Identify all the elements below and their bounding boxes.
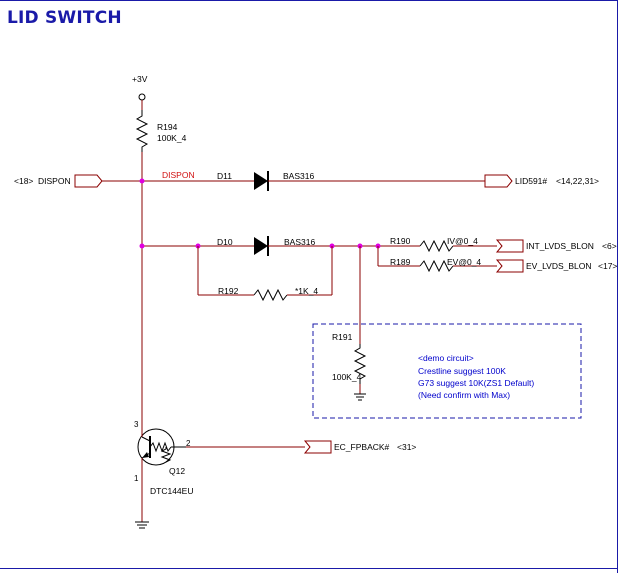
r191-value: 100K_4 bbox=[332, 372, 362, 382]
d10-value: BAS316 bbox=[284, 237, 315, 247]
lid-port-ref: <14,22,31> bbox=[556, 176, 599, 186]
int-lvds-name: INT_LVDS_BLON bbox=[526, 241, 594, 251]
ev-lvds-name: EV_LVDS_BLON bbox=[526, 261, 592, 271]
q12-base-resistor bbox=[149, 441, 172, 453]
page-title: LID SWITCH bbox=[7, 8, 122, 28]
junction-d10-bus bbox=[139, 243, 145, 249]
ec-fpback-ref: <31> bbox=[397, 442, 416, 452]
q12-bias-resistor bbox=[160, 447, 172, 463]
r190-value: IV@0_4 bbox=[447, 236, 478, 246]
q12-ground-icon bbox=[135, 521, 149, 529]
note-line-4: (Need confirm with Max) bbox=[418, 390, 510, 400]
power-symbol bbox=[138, 93, 146, 101]
r194-ref: R194 bbox=[157, 122, 178, 132]
q12-ref: Q12 bbox=[169, 466, 185, 476]
int-lvds-ref: <6> bbox=[602, 241, 617, 251]
q12-emitter-arrow bbox=[142, 452, 149, 458]
ev-lvds-port bbox=[495, 259, 524, 273]
r190-ref: R190 bbox=[390, 236, 411, 246]
ev-lvds-ref: <17> bbox=[598, 261, 617, 271]
d10-diode bbox=[254, 237, 268, 255]
q12-pin-c: 3 bbox=[134, 420, 139, 429]
d11-diode bbox=[254, 172, 268, 190]
dispon-port bbox=[74, 174, 103, 188]
r194-value: 100K_4 bbox=[157, 133, 187, 143]
note-line-3: G73 suggest 10K(ZS1 Default) bbox=[418, 378, 534, 388]
q12-pin-b: 2 bbox=[186, 439, 191, 448]
dispon-port-name: DISPON bbox=[38, 176, 71, 186]
q12-collector-lead bbox=[141, 436, 151, 442]
r194-resistor bbox=[135, 110, 149, 152]
d11-ref: D11 bbox=[217, 171, 232, 181]
r191-resistor bbox=[353, 344, 367, 384]
int-lvds-port bbox=[495, 239, 524, 253]
note-line-1: <demo circuit> bbox=[418, 353, 474, 363]
dispon-net-label: DISPON bbox=[162, 170, 195, 180]
r191-ref: R191 bbox=[332, 332, 353, 342]
r191-ground-icon bbox=[354, 393, 366, 401]
junction-dispon bbox=[139, 178, 145, 184]
r189-value: EV@0_4 bbox=[447, 257, 481, 267]
d11-value: BAS316 bbox=[283, 171, 314, 181]
d10-ref: D10 bbox=[217, 237, 233, 247]
r189-resistor bbox=[419, 259, 454, 273]
ec-fpback-port bbox=[303, 440, 332, 454]
power-label: +3V bbox=[132, 74, 148, 84]
r192-ref: R192 bbox=[218, 286, 239, 296]
lid-port-name: LID591# bbox=[515, 176, 547, 186]
demo-circuit-box bbox=[312, 323, 582, 419]
q12-value: DTC144EU bbox=[150, 486, 193, 496]
note-line-2: Crestline suggest 100K bbox=[418, 366, 506, 376]
dispon-port-ref: <18> bbox=[14, 176, 33, 186]
r192-resistor bbox=[253, 288, 288, 302]
r189-ref: R189 bbox=[390, 257, 411, 267]
r190-resistor bbox=[419, 239, 454, 253]
ec-fpback-name: EC_FPBACK# bbox=[334, 442, 390, 452]
lid-port bbox=[484, 174, 513, 188]
q12-pin-e: 1 bbox=[134, 474, 139, 483]
r192-value: *1K_4 bbox=[295, 286, 318, 296]
